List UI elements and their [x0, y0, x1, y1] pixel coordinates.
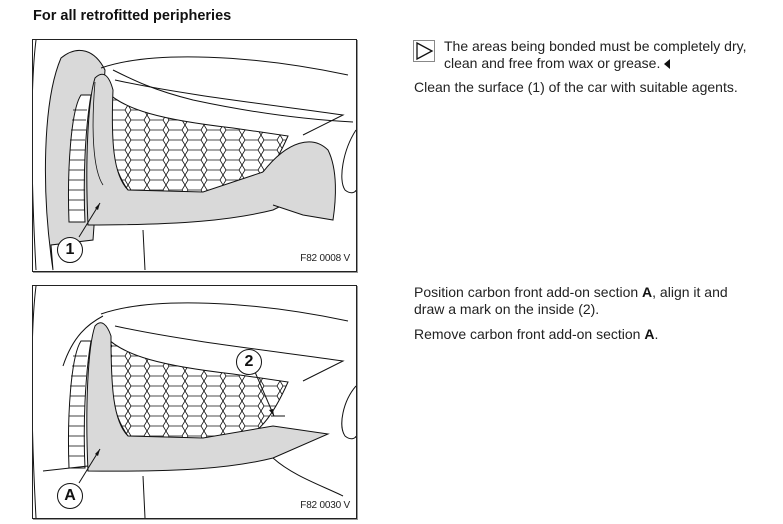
figure-code: F82 0008 V — [300, 253, 350, 264]
instruction-remove-add-on: Remove carbon front add-on section A. — [414, 326, 659, 342]
end-of-note-icon — [664, 59, 671, 69]
illustration-position-add-on: 2 A F82 0030 V — [32, 285, 357, 519]
illustration-clean-surface: 1 F82 0008 V — [32, 39, 357, 272]
note-text: The areas being bonded must be completel… — [444, 38, 747, 71]
instruction-clean-surface: Clean the surface (1) of the car with su… — [414, 79, 738, 95]
note-triangle-icon — [413, 40, 435, 62]
callout-a: A — [57, 483, 83, 509]
instruction-position-add-on: Position carbon front add-on section A, … — [414, 284, 728, 317]
callout-2: 2 — [236, 349, 262, 375]
bumper-drawing-2 — [33, 286, 356, 518]
section-heading: For all retrofitted peripheries — [33, 8, 232, 24]
bumper-drawing-1 — [33, 40, 356, 271]
figure-code: F82 0030 V — [300, 500, 350, 511]
callout-1: 1 — [57, 237, 83, 263]
